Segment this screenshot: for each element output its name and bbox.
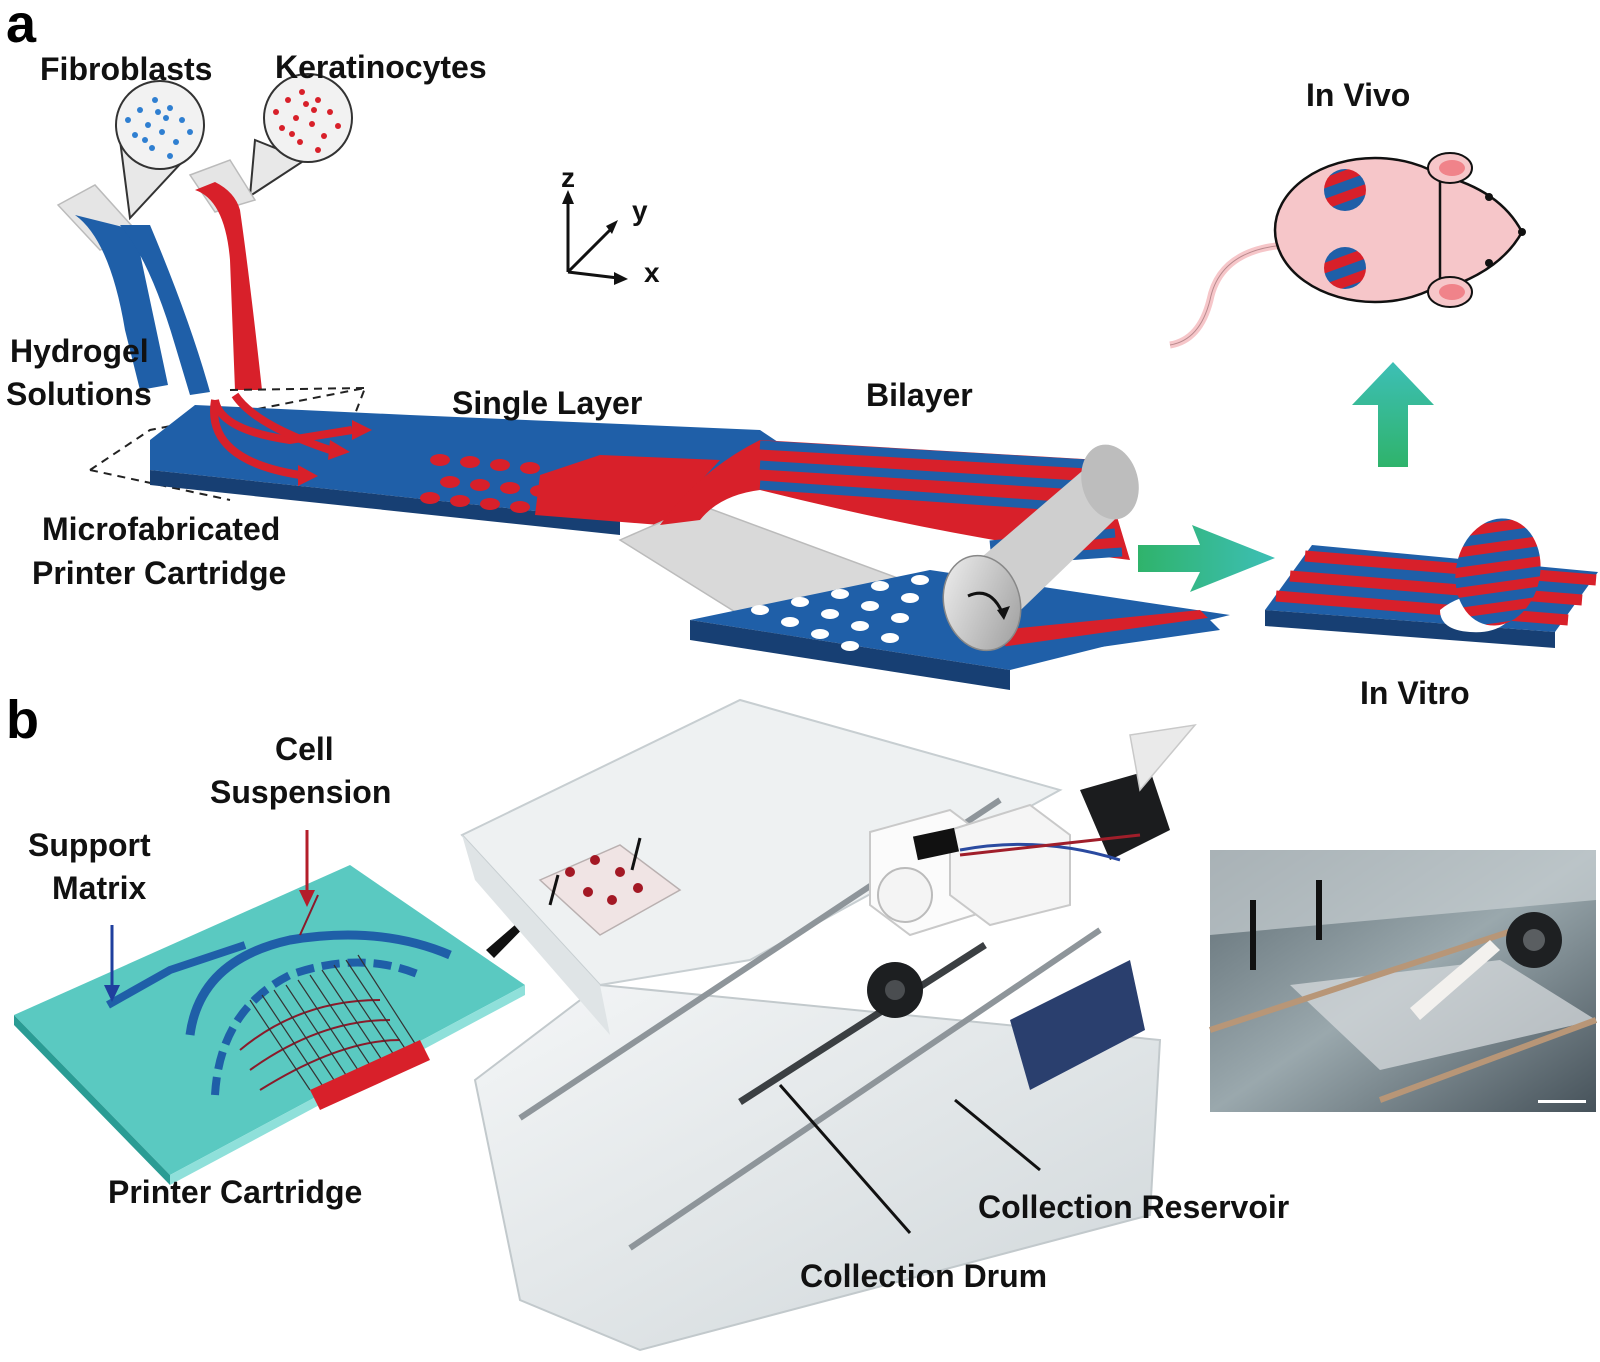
keratinocyte-bubble <box>248 73 353 198</box>
label-collection-drum: Collection Drum <box>800 1258 1047 1294</box>
label-cartridge-line1: Microfabricated <box>42 511 280 547</box>
mouse-illustration <box>1169 152 1526 349</box>
label-hydrogel-line1: Hydrogel <box>10 333 149 369</box>
printer-device-photo <box>460 698 1197 1352</box>
cell-suspension-pointer <box>299 830 315 907</box>
axis-x-label: x <box>644 257 660 288</box>
label-fibroblasts: Fibroblasts <box>40 51 212 87</box>
label-cartridge-line2: Printer Cartridge <box>32 555 286 591</box>
label-bilayer: Bilayer <box>866 377 973 413</box>
xyz-axes: z y x <box>561 162 660 288</box>
label-cell-line1: Cell <box>275 731 334 767</box>
panel-label-a: a <box>6 0 37 54</box>
label-printer-cartridge: Printer Cartridge <box>108 1174 362 1210</box>
flow-arrow-right <box>1138 525 1275 592</box>
label-support-line1: Support <box>28 827 151 863</box>
in-vitro-construct <box>1265 518 1598 648</box>
inset-photo <box>1209 850 1598 1112</box>
drum-illustration <box>942 444 1139 652</box>
support-matrix-pointer <box>104 925 120 1002</box>
printer-cartridge-render <box>14 865 525 1185</box>
label-collection-reservoir: Collection Reservoir <box>978 1189 1289 1225</box>
label-support-line2: Matrix <box>52 870 146 906</box>
hydrogel-tubes <box>56 159 262 395</box>
label-in-vivo: In Vivo <box>1306 77 1410 113</box>
printing-slab <box>150 392 790 535</box>
fibroblast-bubble <box>115 80 205 221</box>
axis-y-label: y <box>632 195 648 226</box>
axis-z-label: z <box>561 162 575 193</box>
label-in-vitro: In Vitro <box>1360 675 1470 711</box>
panel-label-b: b <box>6 690 39 750</box>
label-hydrogel-line2: Solutions <box>6 376 152 412</box>
label-cell-line2: Suspension <box>210 774 391 810</box>
label-keratinocytes: Keratinocytes <box>275 49 487 85</box>
flow-arrow-up <box>1352 362 1434 467</box>
label-single-layer: Single Layer <box>452 385 642 421</box>
